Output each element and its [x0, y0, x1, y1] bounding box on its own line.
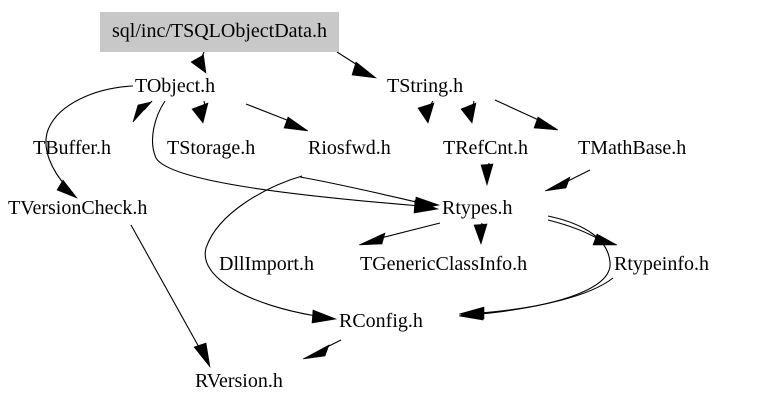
edge-tobject-to-riosfwd [245, 103, 309, 132]
edge-tmathbase-to-rtypes [544, 169, 591, 192]
edge-tobject-to-tversioncheck [45, 85, 134, 199]
edge-riosfwd-to-rconfig [204, 175, 338, 324]
edge-tstring-to-trefcnt [417, 100, 435, 124]
node-riosfwd[interactable]: Riosfwd.h [308, 137, 391, 159]
edge-riosfwd-to-rtypes [299, 176, 441, 211]
node-tstorage[interactable]: TStorage.h [167, 137, 256, 159]
edge-tstring-to-tmathbase-alt [494, 99, 559, 131]
node-tgenericclassinfo[interactable]: TGenericClassInfo.h [360, 253, 528, 275]
edge-tobject-to-tbuffer [132, 100, 153, 123]
node-root[interactable]: sql/inc/TSQLObjectData.h [100, 12, 339, 52]
edge-tstring-to-tmathbase [460, 100, 477, 124]
node-tmathbase[interactable]: TMathBase.h [578, 137, 687, 159]
node-tstring[interactable]: TString.h [387, 75, 464, 97]
node-tbuffer[interactable]: TBuffer.h [33, 137, 111, 159]
edge-tobject-to-tstorage [191, 100, 209, 124]
edge-root-to-tstring [336, 51, 378, 79]
edge-root-to-tobject [190, 51, 207, 74]
edge-trefcnt-to-rtypes [480, 162, 494, 187]
edge-rtypes-to-dllimport [358, 222, 441, 246]
node-dllimport[interactable]: DllImport.h [219, 253, 314, 275]
node-rconfig[interactable]: RConfig.h [339, 310, 423, 332]
edge-tversioncheck-to-rversion [130, 224, 211, 369]
edge-rtypeinfo-to-rconfig [458, 277, 614, 320]
edge-rtypes-to-tgenericclassinfo [473, 222, 488, 245]
node-trefcnt[interactable]: TRefCnt.h [443, 137, 528, 159]
node-tobject[interactable]: TObject.h [135, 75, 216, 97]
edge-rtypes-to-rtypeinfo [547, 219, 618, 246]
node-rtypes[interactable]: Rtypes.h [442, 197, 513, 219]
node-rtypeinfo[interactable]: Rtypeinfo.h [614, 253, 709, 275]
edge-rconfig-to-rversion [302, 339, 342, 360]
node-tversioncheck[interactable]: TVersionCheck.h [8, 197, 148, 219]
node-rversion[interactable]: RVersion.h [195, 370, 283, 392]
